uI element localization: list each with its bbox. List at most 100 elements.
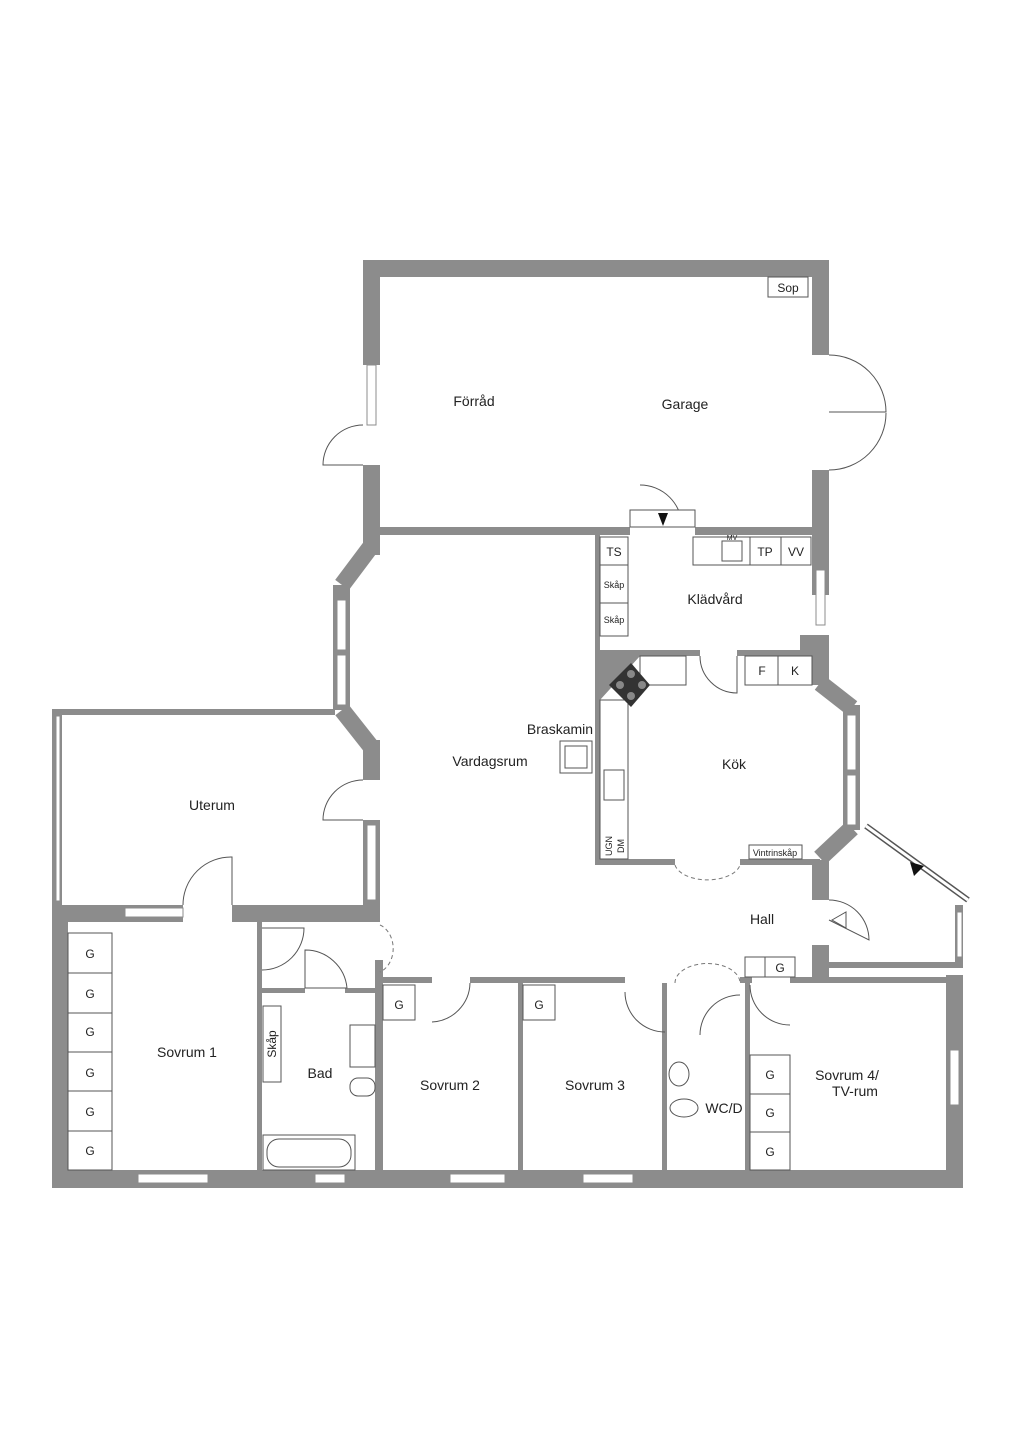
wall [363, 260, 380, 365]
wall [595, 859, 675, 865]
window [956, 911, 963, 958]
wall [800, 635, 829, 655]
window [449, 1173, 506, 1184]
vv-label: VV [788, 545, 804, 559]
wardrobe [749, 1131, 791, 1171]
wall [600, 650, 700, 656]
wall [695, 527, 829, 535]
wall [812, 860, 829, 900]
mv-label: MV [727, 535, 738, 542]
door [261, 927, 305, 971]
wardrobes-sovrum1: G G G G G G [67, 932, 113, 1171]
wall [380, 977, 432, 983]
door-opening [674, 864, 741, 881]
ugn-label: UGN [604, 836, 614, 856]
fireplace-inner [564, 745, 588, 769]
wardrobe-label: G [85, 1144, 94, 1158]
window [55, 715, 61, 902]
windows [55, 364, 963, 1184]
door [699, 994, 741, 1036]
wardrobe-label: G [85, 1105, 94, 1119]
wall [814, 676, 858, 715]
f-label: F [758, 664, 765, 678]
wardrobe [744, 956, 766, 978]
wall [814, 821, 858, 865]
window [366, 364, 377, 426]
arrow-icon [910, 862, 924, 876]
door [624, 991, 666, 1033]
door [431, 982, 471, 1023]
window [846, 714, 857, 771]
fixtures: Sop TS Skåp Skåp MV TP VV F K UGN DM Vin… [67, 276, 813, 1171]
room-label-wc: WC/D [705, 1100, 742, 1116]
arrow-icon [830, 911, 847, 929]
door [304, 949, 348, 989]
room-label-garage: Garage [662, 396, 709, 412]
window [336, 599, 347, 651]
window [314, 1173, 346, 1184]
freezer-box [777, 655, 813, 686]
wardrobe-label: G [765, 1106, 774, 1120]
wall [812, 945, 829, 980]
wall [737, 650, 812, 656]
cabinet [599, 602, 629, 637]
dm-label: DM [616, 839, 626, 853]
door [322, 779, 364, 821]
room-label-sovrum4-sub: TV-rum [832, 1083, 878, 1099]
cabinet-label: Skåp [604, 615, 625, 625]
arrow-icon [658, 513, 668, 526]
room-label-uterum: Uterum [189, 797, 235, 813]
sink-icon [721, 540, 743, 562]
washbasin-icon [668, 1061, 690, 1087]
window [815, 569, 826, 626]
wine-cabinet-label: Vintrinskåp [753, 848, 797, 858]
room-label-sovrum4: Sovrum 4/ [815, 1067, 879, 1083]
cabinet-label: Skåp [604, 580, 625, 590]
wall [52, 709, 335, 715]
wall [518, 980, 523, 1170]
wall [335, 539, 379, 591]
entry-door-panel-inner [865, 824, 969, 902]
room-label-sovrum1: Sovrum 1 [157, 1044, 217, 1060]
window [336, 654, 347, 706]
cabinet [262, 1005, 282, 1083]
wall [363, 260, 829, 277]
ts-label: TS [606, 545, 621, 559]
window [949, 1049, 960, 1106]
washbasin-icon [349, 1024, 376, 1068]
room-label-sovrum3: Sovrum 3 [565, 1077, 625, 1093]
room-label-braskamin: Braskamin [527, 721, 593, 737]
wall [257, 922, 262, 1170]
wall [232, 905, 380, 922]
wall [345, 988, 380, 993]
door-opening [674, 963, 741, 984]
door [828, 899, 870, 941]
room-labels: Förråd Garage Klädvård Braskamin Vardags… [157, 393, 879, 1116]
fridge-box [744, 655, 779, 686]
wardrobe-label: G [534, 998, 543, 1012]
wall [363, 465, 380, 555]
door-opening [379, 924, 394, 973]
wardrobe-label: G [394, 998, 403, 1012]
window [124, 907, 184, 918]
counter [639, 655, 687, 686]
room-label-forrad: Förråd [453, 393, 494, 409]
wall [595, 535, 600, 865]
toilet-icon [669, 1098, 699, 1118]
burner [627, 692, 635, 700]
wardrobe-label: G [765, 1145, 774, 1159]
wardrobe [67, 932, 113, 974]
stove-icon [609, 663, 650, 707]
door [699, 655, 738, 694]
room-label-kok: Kök [722, 756, 747, 772]
door [828, 354, 887, 413]
window [366, 824, 377, 901]
burner [627, 670, 635, 678]
wardrobe-label: G [85, 987, 94, 1001]
cabinet-label: Skåp [265, 1030, 279, 1058]
k-label: K [791, 664, 799, 678]
wall [363, 740, 380, 780]
tp-label: TP [757, 545, 772, 559]
door [322, 424, 364, 466]
